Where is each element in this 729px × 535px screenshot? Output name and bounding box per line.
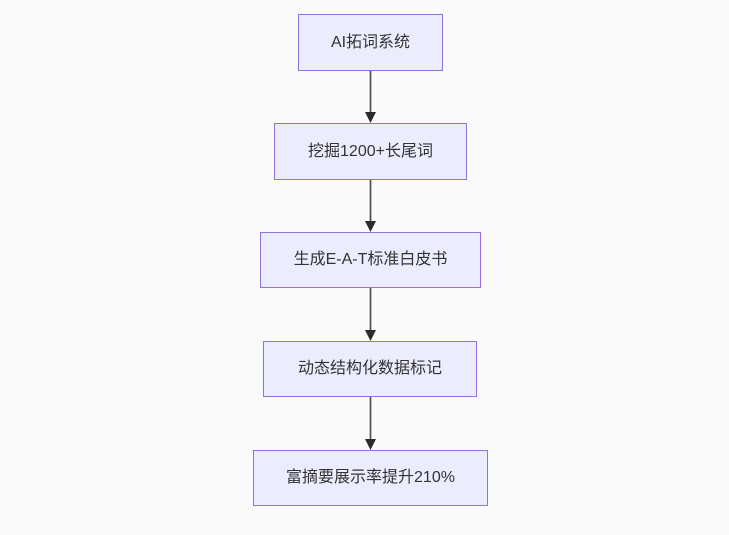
edge-arrow-d-e (365, 397, 376, 450)
flow-node-label: 富摘要展示率提升210% (286, 469, 455, 487)
arrowhead-icon (365, 330, 376, 341)
arrowhead-icon (365, 112, 376, 123)
edge-arrow-a-b (365, 71, 376, 123)
arrowhead-icon (365, 439, 376, 450)
flow-node-ai-expansion-system: AI拓词系统 (298, 14, 443, 71)
arrowhead-icon (365, 221, 376, 232)
flow-node-label: 生成E-A-T标准白皮书 (293, 251, 448, 269)
edge-arrow-b-c (365, 180, 376, 232)
flow-node-rich-snippet-rate: 富摘要展示率提升210% (253, 450, 488, 506)
flow-node-label: AI拓词系统 (330, 33, 411, 51)
edge-arrow-c-d (365, 288, 376, 341)
flow-node-eat-whitepaper: 生成E-A-T标准白皮书 (260, 232, 481, 288)
flow-node-longtail-mining: 挖掘1200+长尾词 (274, 123, 467, 180)
flow-node-label: 挖掘1200+长尾词 (308, 142, 433, 160)
flow-node-structured-data-markup: 动态结构化数据标记 (263, 341, 477, 397)
flow-node-label: 动态结构化数据标记 (297, 360, 442, 378)
